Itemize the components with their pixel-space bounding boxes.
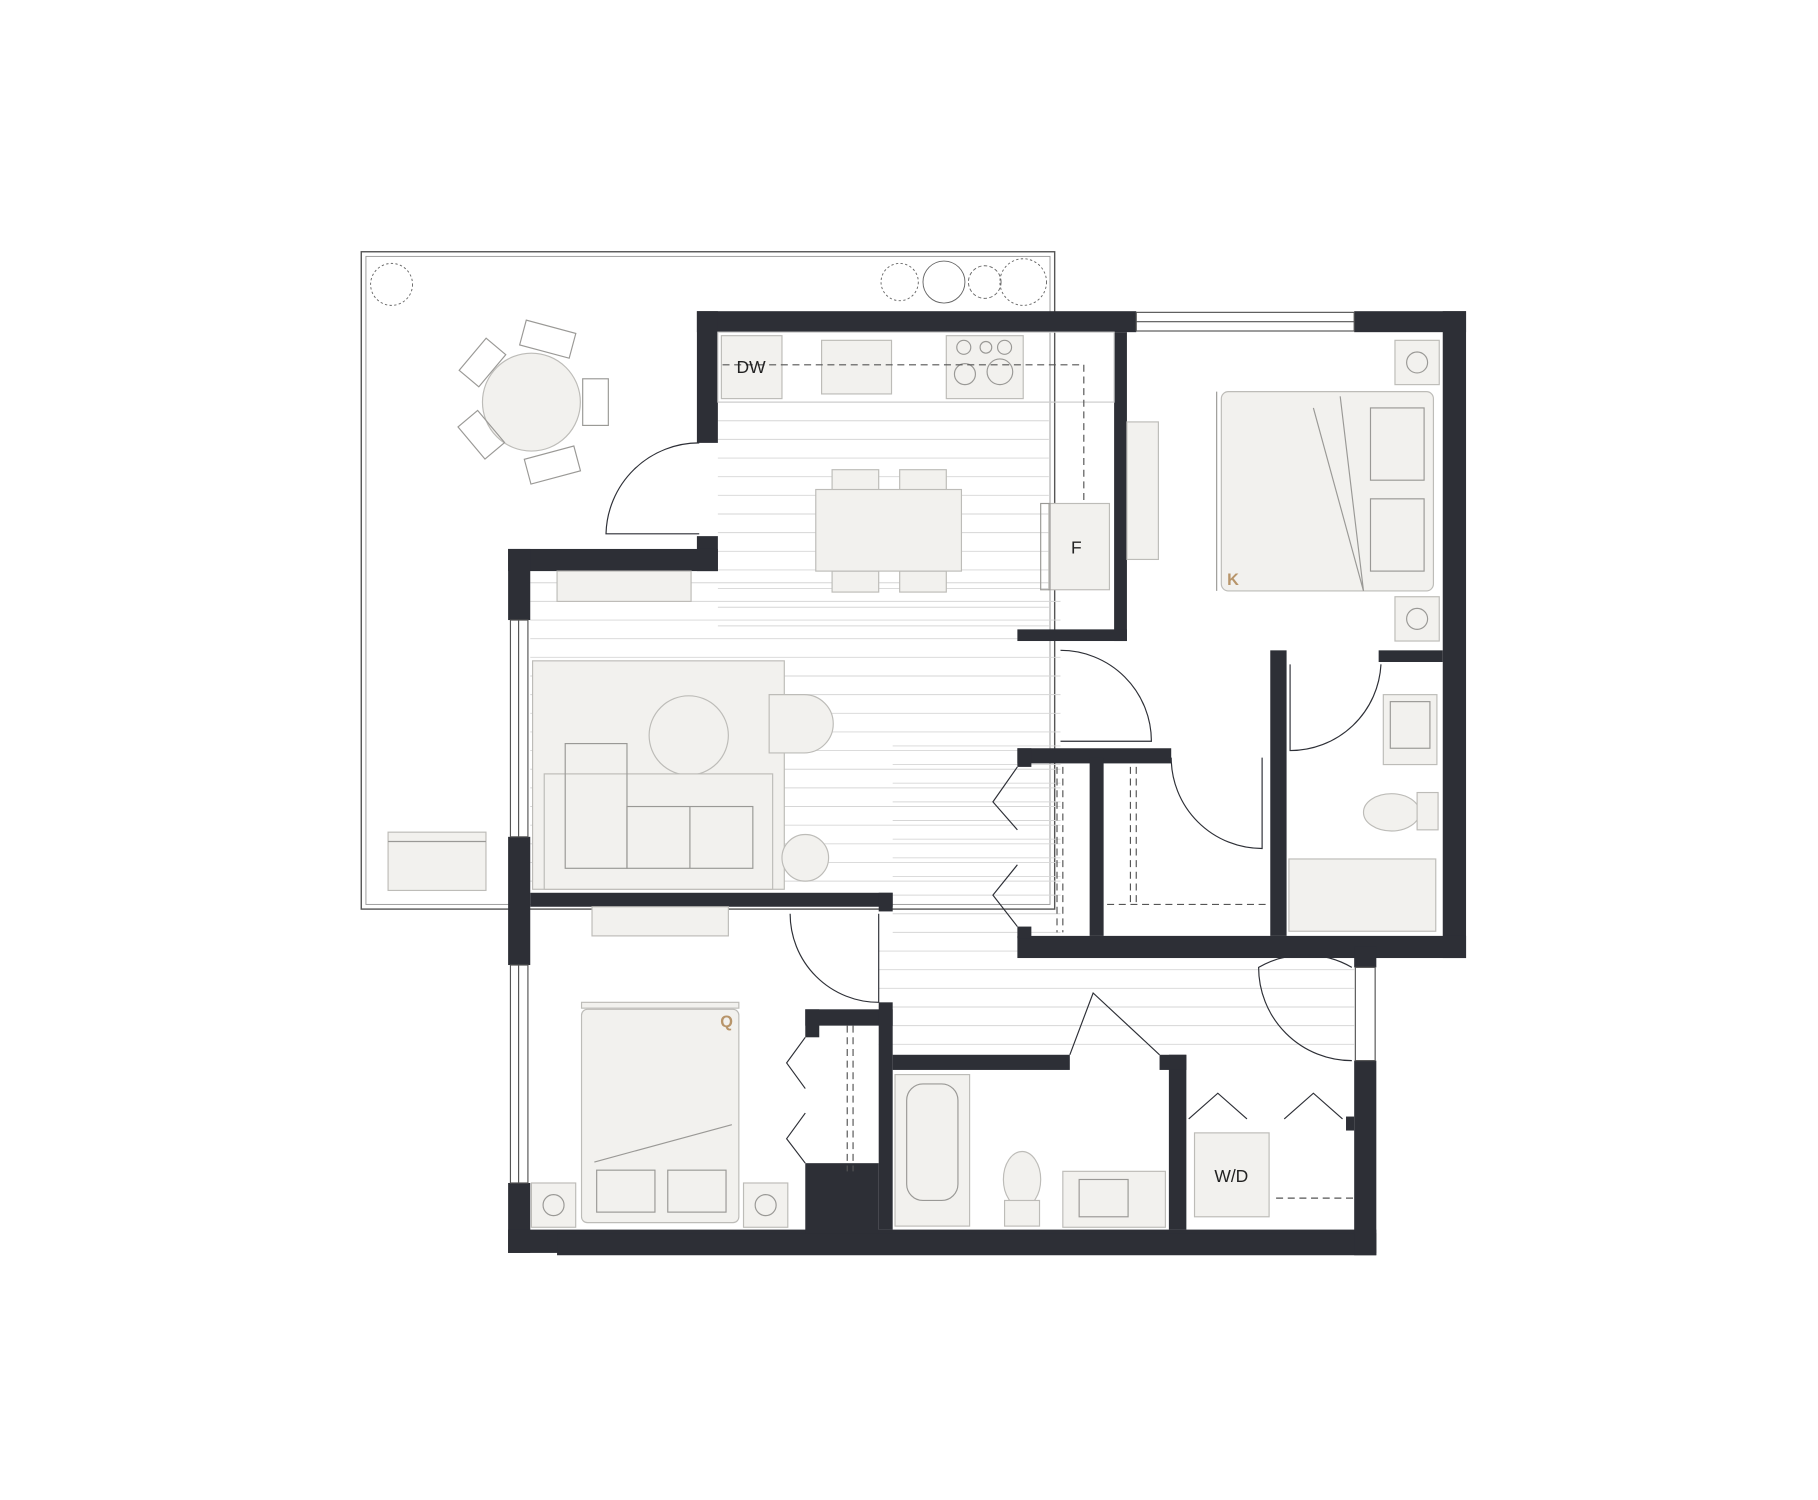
bbq-grill bbox=[387, 831, 487, 892]
king-bed-label: K bbox=[1227, 571, 1239, 589]
walls bbox=[508, 311, 1467, 1256]
side-table bbox=[781, 833, 830, 882]
dishwasher-label: DW bbox=[737, 357, 767, 377]
washer-dryer-label: W/D bbox=[1214, 1166, 1248, 1186]
windows bbox=[509, 311, 1376, 1184]
washer-dryer bbox=[1193, 1132, 1270, 1218]
laundry: W/D bbox=[1193, 1132, 1270, 1218]
ensuite-bath bbox=[1288, 694, 1439, 932]
coffee-table bbox=[648, 695, 729, 776]
balcony bbox=[360, 251, 1056, 910]
patio-table bbox=[457, 319, 609, 485]
shower bbox=[1288, 858, 1437, 932]
tv-console bbox=[556, 570, 692, 602]
main-bath bbox=[894, 1074, 1166, 1228]
toilet bbox=[1002, 1150, 1042, 1209]
dining-table bbox=[815, 469, 963, 593]
toilet bbox=[1362, 793, 1421, 832]
sofa bbox=[543, 773, 774, 890]
doors bbox=[605, 442, 1382, 1164]
queen-bed bbox=[580, 1008, 740, 1224]
stove bbox=[945, 335, 1024, 400]
armchair bbox=[768, 694, 834, 754]
fridge-label: F bbox=[1071, 538, 1082, 558]
queen-bed-label: Q bbox=[720, 1013, 733, 1031]
living-room bbox=[531, 570, 834, 890]
vanity-sink bbox=[1062, 1170, 1166, 1228]
plant-icon bbox=[370, 258, 1047, 306]
fridge bbox=[1048, 502, 1111, 591]
second-bedroom: Q bbox=[530, 906, 789, 1228]
master-bedroom: K bbox=[1126, 339, 1440, 642]
kitchen-sink bbox=[821, 339, 893, 395]
dishwasher bbox=[720, 335, 783, 400]
kitchen: DW F bbox=[717, 331, 1115, 591]
king-bed bbox=[1220, 391, 1435, 592]
